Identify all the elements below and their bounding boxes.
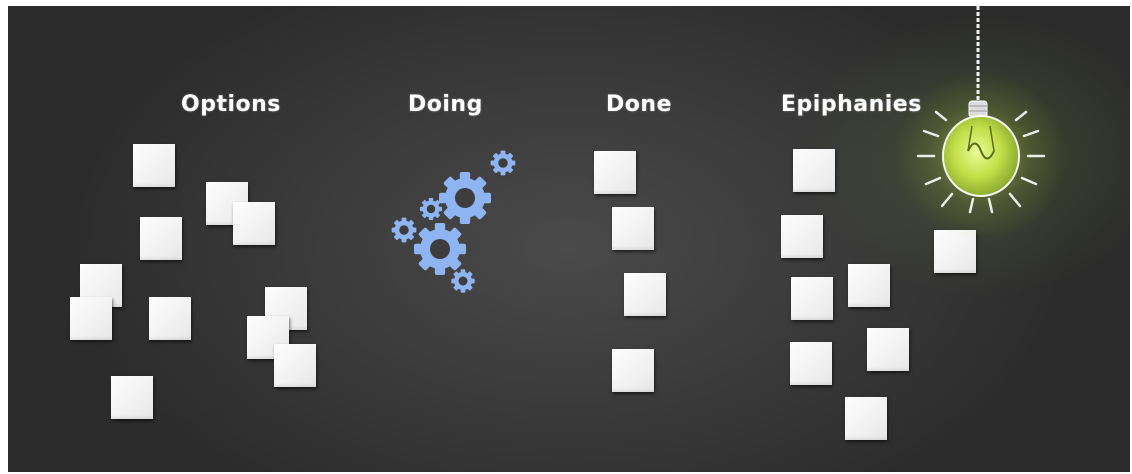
sticky-note-options[interactable] xyxy=(274,344,316,387)
sticky-note-epiphanies[interactable] xyxy=(781,215,823,258)
column-heading-done: Done xyxy=(606,92,672,117)
gears-icon xyxy=(391,150,516,293)
sticky-note-options[interactable] xyxy=(70,297,112,340)
sticky-note-options[interactable] xyxy=(140,217,182,260)
sticky-note-epiphanies[interactable] xyxy=(793,149,835,192)
sticky-note-epiphanies[interactable] xyxy=(791,277,833,320)
sticky-note-epiphanies[interactable] xyxy=(867,328,909,371)
sticky-note-done[interactable] xyxy=(612,349,654,392)
sticky-note-options[interactable] xyxy=(149,297,191,340)
kanban-chalkboard: Options Doing Done Epiphanies xyxy=(8,6,1130,472)
column-heading-doing: Doing xyxy=(408,92,483,117)
sticky-note-done[interactable] xyxy=(594,151,636,194)
column-heading-options: Options xyxy=(181,92,281,117)
sticky-note-options[interactable] xyxy=(111,376,153,419)
sticky-note-epiphanies[interactable] xyxy=(845,397,887,440)
sticky-note-done[interactable] xyxy=(624,273,666,316)
sticky-note-options[interactable] xyxy=(233,202,275,245)
sticky-note-epiphanies[interactable] xyxy=(934,230,976,273)
lightbulb-icon xyxy=(898,6,1066,236)
sticky-note-options[interactable] xyxy=(133,144,175,187)
column-heading-epiphanies: Epiphanies xyxy=(781,92,922,117)
sticky-note-epiphanies[interactable] xyxy=(848,264,890,307)
sticky-note-epiphanies[interactable] xyxy=(790,342,832,385)
sticky-note-done[interactable] xyxy=(612,207,654,250)
